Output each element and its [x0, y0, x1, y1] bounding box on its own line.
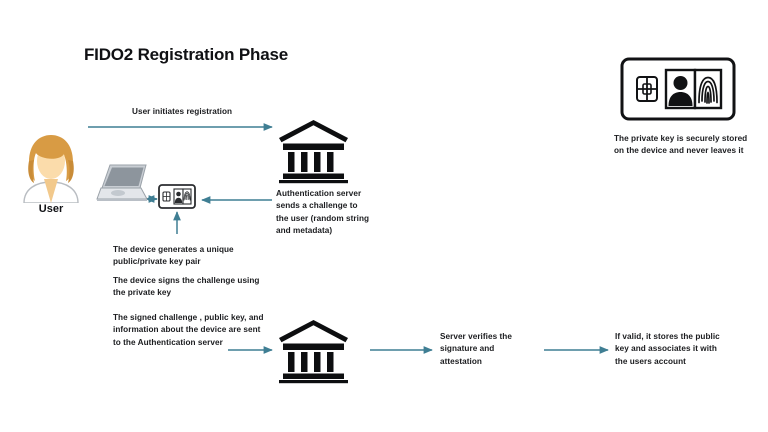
label-auth-server-challenge: Authentication server sends a challenge …	[276, 189, 370, 236]
person-portrait-icon	[668, 76, 693, 106]
page-title: FIDO2 Registration Phase	[84, 45, 288, 64]
label-store-public-key: If valid, it stores the public key and a…	[615, 332, 720, 366]
label-server-verifies: Server verifies the signature and attest…	[440, 332, 512, 366]
bank-server-icon-top	[279, 120, 348, 184]
user-label: User	[38, 203, 64, 215]
id-card-biometric-icon	[620, 57, 736, 121]
label-generate-keypair: The device generates a unique public/pri…	[113, 245, 234, 267]
fingerprint-icon	[183, 191, 191, 201]
label-sign-challenge: The device signs the challenge using the…	[113, 276, 260, 298]
label-private-key-note: The private key is securely stored on th…	[614, 134, 748, 156]
fingerprint-icon	[698, 76, 718, 104]
user-avatar-icon	[23, 135, 79, 203]
laptop-icon	[96, 164, 148, 201]
smart-chip-icon	[636, 76, 658, 102]
bank-server-icon-bottom	[279, 320, 348, 384]
label-user-initiates-registration: User initiates registration	[132, 107, 233, 116]
smart-chip-icon	[162, 191, 171, 202]
person-portrait-icon	[174, 191, 183, 203]
security-key-card-icon	[158, 184, 196, 209]
label-send-to-auth-server: The signed challenge , public key, and i…	[113, 313, 264, 347]
